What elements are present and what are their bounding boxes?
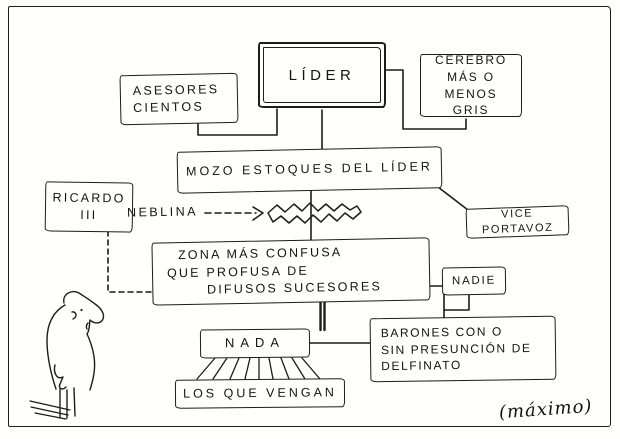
connector-zona-nada-double [319,299,326,332]
box-cerebro-gris: CEREBRO MÁS O MENOS GRIS [420,53,522,117]
box-ricardo-iii: RICARDO III [44,181,134,233]
box-nada: NADA [199,328,311,359]
box-asesores-cientos: ASESORES CIENTOS [119,72,239,126]
box-lider: LÍDER [258,42,386,108]
onlooker-figure-icon [46,290,105,419]
scribble-cloud-icon [267,202,362,224]
ground-lines [29,400,71,420]
box-nadie: NADIE [441,266,507,296]
box-mozo-estoques: MOZO ESTOQUES DEL LÍDER [176,146,443,194]
box-los-que-vengan: LOS QUE VENGAN [174,378,346,409]
box-zona-confusa: ZONA MÁS CONFUSA QUE PROFUSA DE DIFUSOS … [151,237,431,306]
dashed-arrow [204,206,264,221]
connector-lines [107,69,470,380]
box-lider-label: LÍDER [263,47,381,103]
panel-border [8,6,611,427]
connector-lider-cerebro [385,69,467,130]
fan-lines-nada-losquevengan [196,357,321,380]
connector-nadie-barones [443,293,470,311]
connector-ricardo-zona-dashed [107,230,152,293]
connector-asesores-lider [197,108,278,136]
connector-mozo-vice [437,186,469,211]
box-vice-portavoz: VICE PORTAVOZ [465,205,570,239]
box-barones-delfinato: BARONES CON O SIN PRESUNCIÓN DE DELFINAT… [369,315,557,383]
neblina-label: NEBLINA [126,204,199,220]
